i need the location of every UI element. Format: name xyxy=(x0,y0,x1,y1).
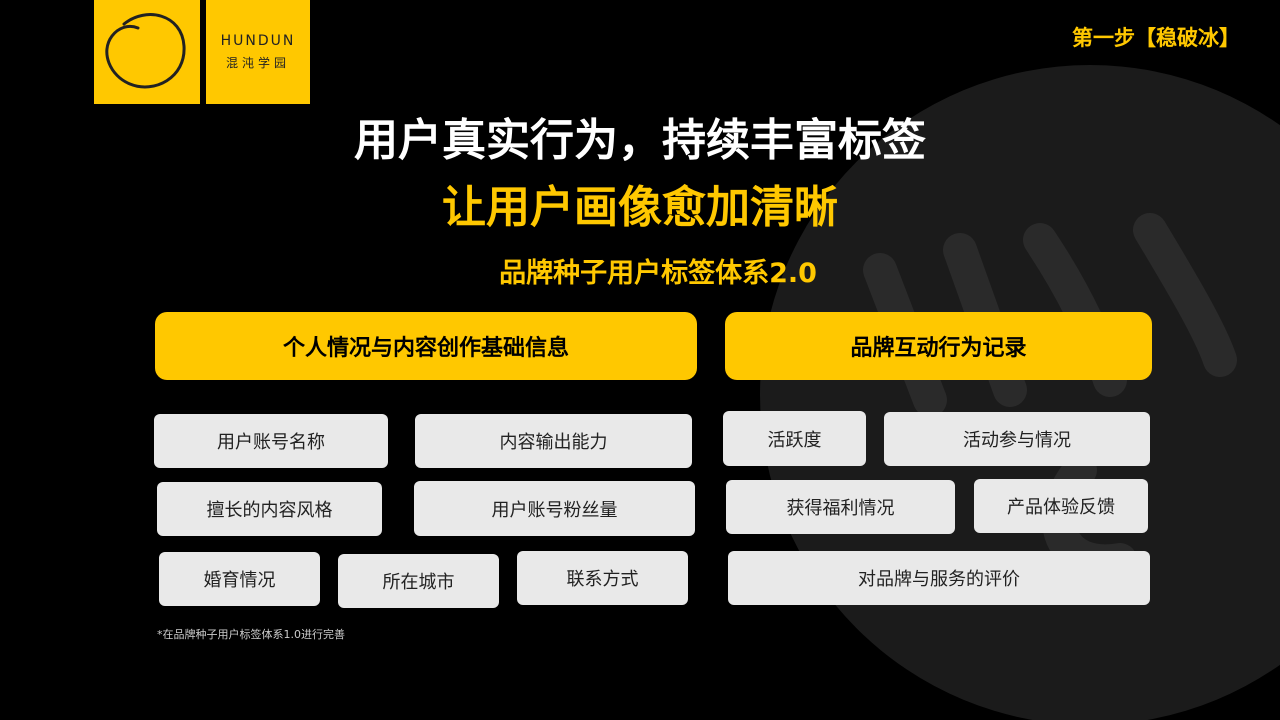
tag-content-style: 擅长的内容风格 xyxy=(157,482,382,536)
tag-benefits: 获得福利情况 xyxy=(726,480,955,534)
section-header-brand-interaction: 品牌互动行为记录 xyxy=(725,312,1152,380)
footnote: *在品牌种子用户标签体系1.0进行完善 xyxy=(157,628,345,641)
tag-brand-evaluation: 对品牌与服务的评价 xyxy=(728,551,1150,605)
tag-event-participation: 活动参与情况 xyxy=(884,412,1150,466)
section-header-personal-info: 个人情况与内容创作基础信息 xyxy=(155,312,697,380)
page-title: 用户真实行为，持续丰富标签 xyxy=(354,115,926,166)
logo-brand-cn: 混沌学园 xyxy=(225,56,290,70)
tag-contact: 联系方式 xyxy=(517,551,688,605)
tag-product-feedback: 产品体验反馈 xyxy=(974,479,1148,533)
tag-content-output: 内容输出能力 xyxy=(415,414,692,468)
tag-follower-count: 用户账号粉丝量 xyxy=(414,481,695,536)
logo-circle-icon xyxy=(105,13,186,89)
logo-brand-en: HUNDUN xyxy=(220,33,296,49)
page-title-highlight: 让用户画像愈加清晰 xyxy=(442,182,838,233)
logo-mark xyxy=(94,0,200,104)
logo-text-block: HUNDUN 混沌学园 xyxy=(206,0,310,104)
tag-activity: 活跃度 xyxy=(723,411,866,466)
tag-marital-status: 婚育情况 xyxy=(159,552,320,606)
page-subtitle: 品牌种子用户标签体系2.0 xyxy=(499,258,817,289)
tag-account-name: 用户账号名称 xyxy=(154,414,388,468)
tag-city: 所在城市 xyxy=(338,554,499,608)
step-label: 第一步【稳破冰】 xyxy=(1072,26,1240,50)
